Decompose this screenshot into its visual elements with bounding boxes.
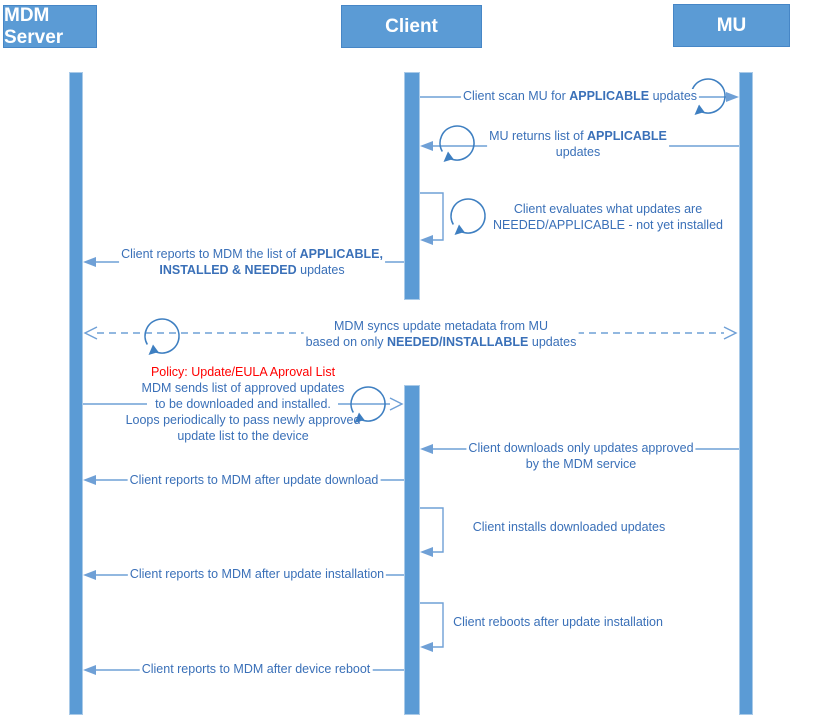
message-policy-approval: Policy: Update/EULA Aproval List MDM sen… [124,364,363,444]
self-arrow-client-installs [420,507,444,557]
arrow-mdm-sends-approved-list [83,397,404,411]
message-client-installs: Client installs downloaded updates [470,520,668,536]
actor-label-client: Client [385,15,438,37]
message-client-scan-mu: Client scan MU for APPLICABLE updates [460,89,700,105]
message-client-reboots: Client reboots after update installation [451,615,665,631]
loop-icon-returns [439,125,475,163]
lifeline-client-lower [404,385,420,715]
message-report-after-reboot: Client reports to MDM after device reboo… [139,662,373,678]
self-arrow-client-reboots [420,602,444,652]
actor-box-mu: MU [673,4,790,47]
policy-title: Policy: Update/EULA Aproval List [150,365,336,379]
message-report-after-installation: Client reports to MDM after update insta… [127,567,387,583]
message-report-after-download: Client reports to MDM after update downl… [127,473,381,489]
actor-label-mdm-server: MDM Server [4,4,64,48]
self-arrow-client-evaluates [420,192,444,245]
actor-box-mdm-server: MDM Server [3,5,97,48]
message-client-reports-list: Client reports to MDM the list of APPLIC… [119,247,385,278]
loop-icon-sync [144,318,180,356]
loop-icon-evaluates [450,198,486,236]
actor-box-client: Client [341,5,482,48]
lifeline-mdm-server [69,72,83,715]
actor-label-mu: MU [716,14,747,36]
lifeline-client-upper [404,72,420,300]
lifeline-mu [739,72,753,715]
